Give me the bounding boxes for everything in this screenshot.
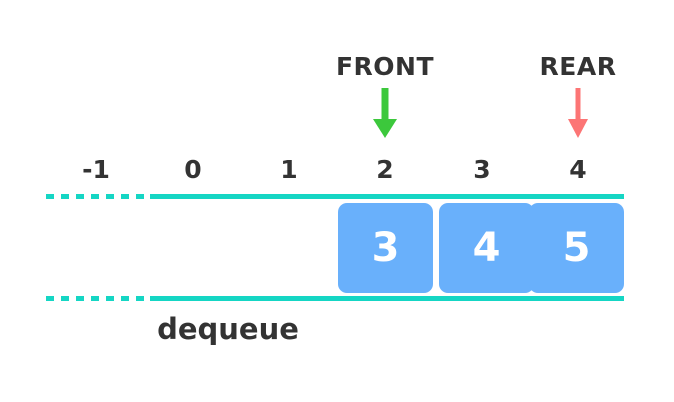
queue-cell[interactable]: 4 bbox=[439, 203, 534, 293]
queue-cell[interactable]: 3 bbox=[338, 203, 433, 293]
front-arrow-down-icon bbox=[372, 88, 398, 142]
queue-cell-value: 4 bbox=[472, 225, 501, 271]
rear-pointer-label: REAR bbox=[539, 52, 617, 81]
queue-cell[interactable]: 5 bbox=[529, 203, 624, 293]
operation-caption: dequeue bbox=[157, 312, 299, 346]
index-label-1: 1 bbox=[280, 155, 298, 184]
index-label-2: 2 bbox=[376, 155, 394, 184]
queue-rail-top-dotted bbox=[46, 194, 150, 199]
rear-arrow-down-icon bbox=[565, 88, 591, 142]
index-label-4: 4 bbox=[569, 155, 587, 184]
queue-rail-bottom-dotted bbox=[46, 296, 150, 301]
queue-cell-value: 5 bbox=[562, 225, 591, 271]
front-pointer-label: FRONT bbox=[335, 52, 435, 81]
index-label-0: 0 bbox=[184, 155, 202, 184]
queue-rail-bottom-solid bbox=[150, 296, 624, 301]
index-label-3: 3 bbox=[473, 155, 491, 184]
index-label-minus-1: -1 bbox=[82, 155, 110, 184]
queue-rail-top-solid bbox=[150, 194, 624, 199]
queue-cell-value: 3 bbox=[371, 225, 400, 271]
